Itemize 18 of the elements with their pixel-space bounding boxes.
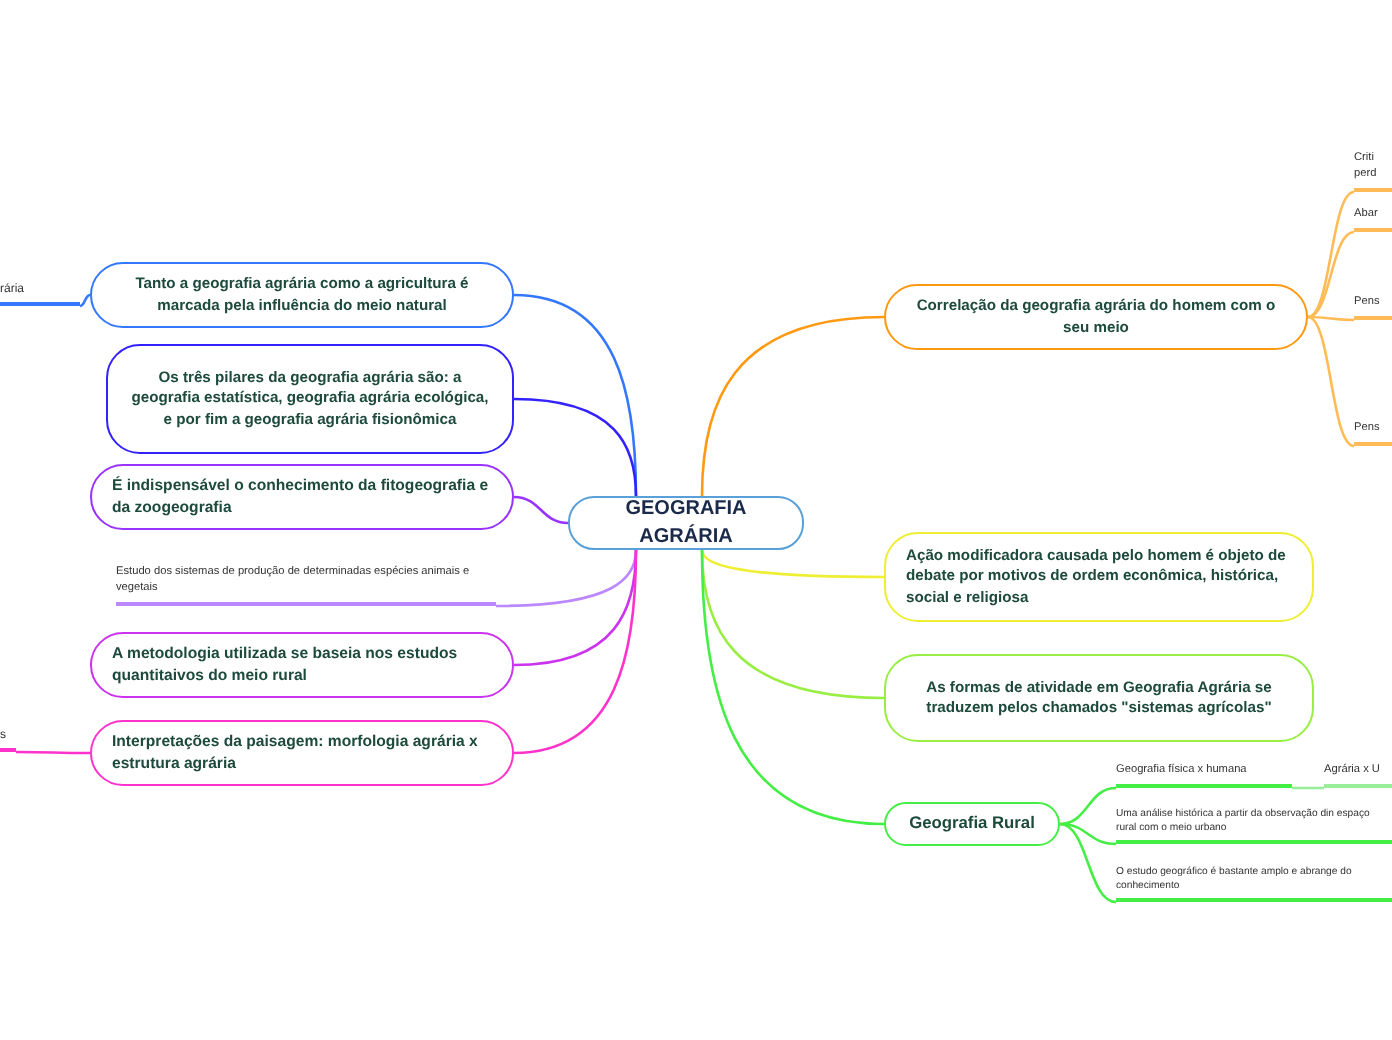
connector-line — [16, 750, 90, 755]
connector-line — [700, 315, 885, 497]
connector-line — [1059, 822, 1117, 846]
connector-line — [1307, 230, 1355, 319]
connector-line — [1059, 786, 1117, 826]
connector-line — [495, 549, 638, 608]
connector-line — [1059, 822, 1117, 904]
connector-line — [1308, 315, 1354, 322]
connector-line — [700, 549, 884, 579]
connector-line — [513, 397, 638, 497]
connector-line — [513, 549, 638, 755]
connector-line — [1307, 190, 1355, 319]
central-topic: GEOGRAFIA AGRÁRIA — [568, 496, 804, 550]
connector-line — [700, 549, 885, 826]
connector-line — [1307, 315, 1355, 448]
connector-line — [1292, 786, 1324, 790]
topic-box: Geografia Rural — [884, 802, 1060, 846]
connector-line — [513, 495, 569, 525]
